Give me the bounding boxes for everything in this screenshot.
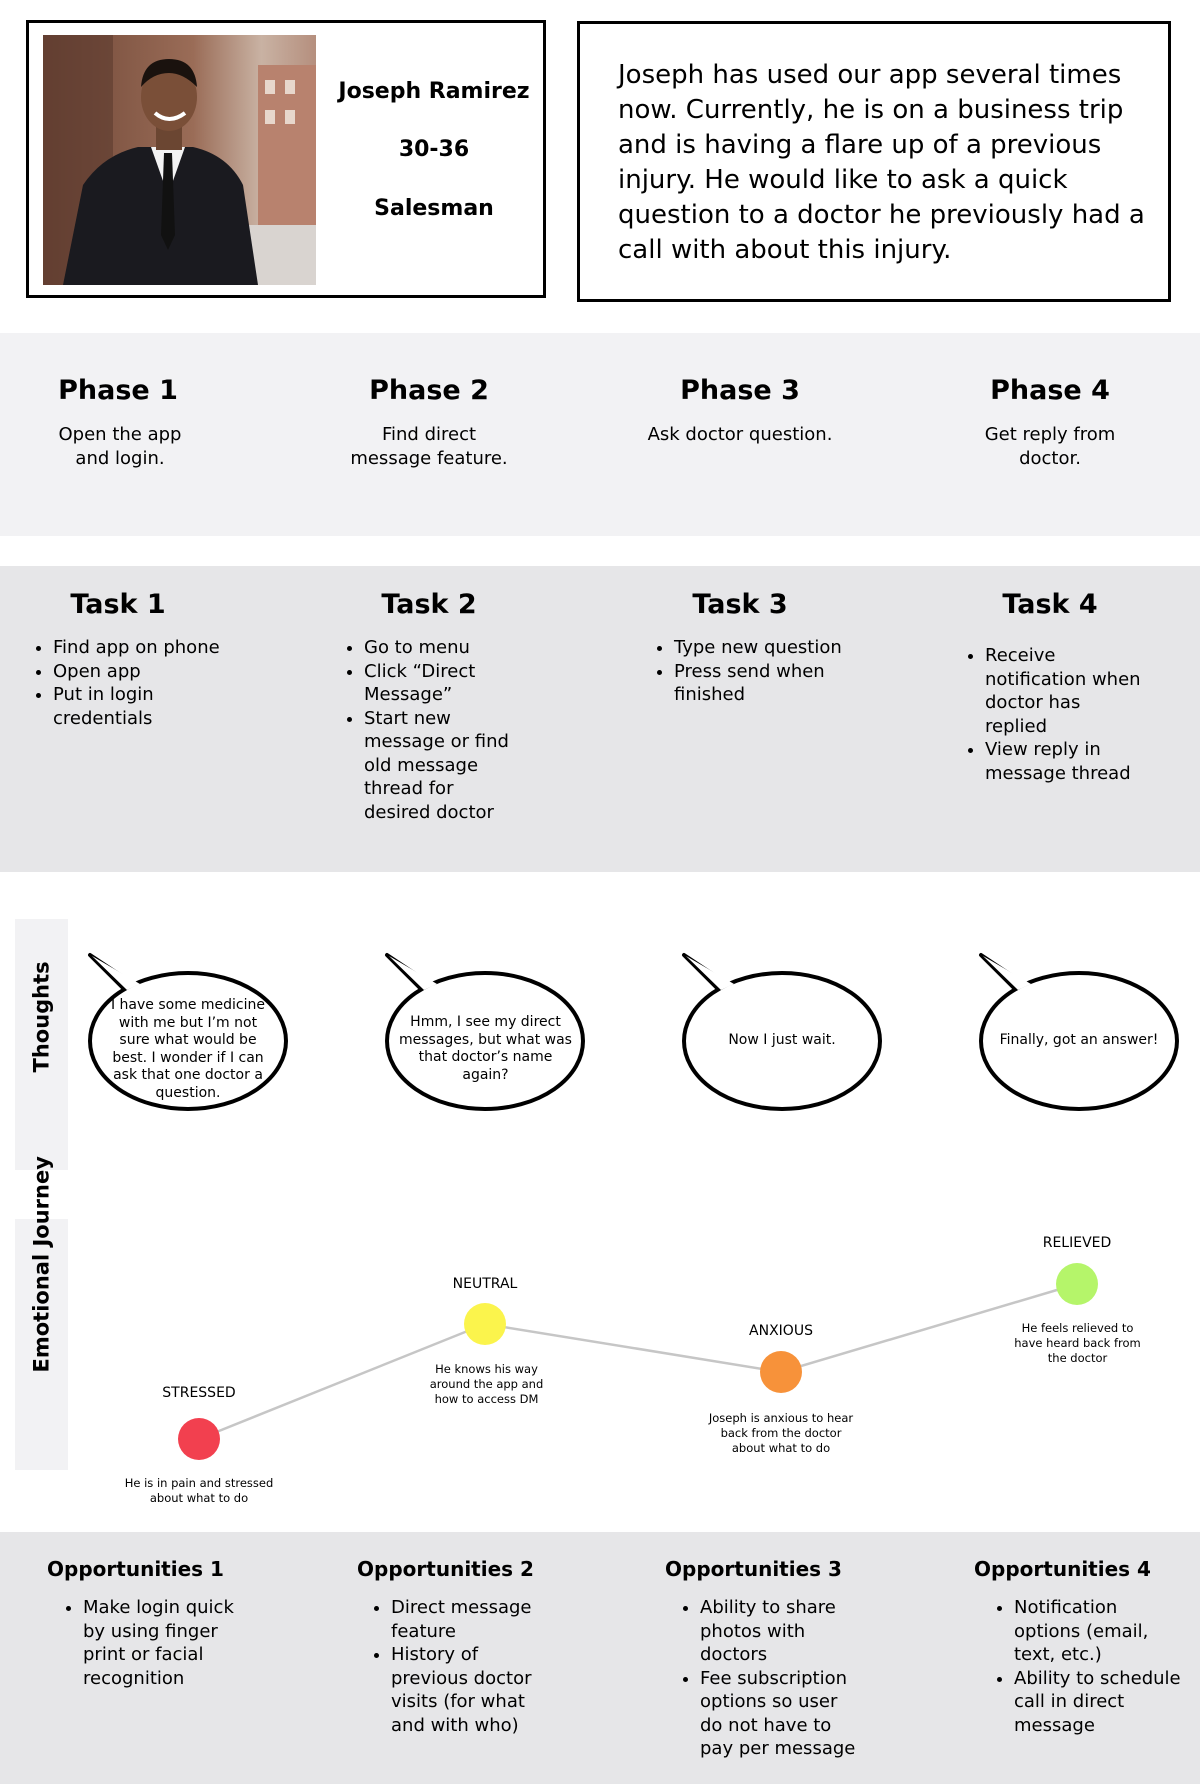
- thought-text: Finally, got an answer!: [999, 1032, 1159, 1048]
- opportunity-list: Notification options (email, text, etc.)…: [996, 1596, 1186, 1737]
- phase-desc: Ask doctor question.: [647, 424, 833, 445]
- scenario-card: Joseph has used our app several times no…: [577, 21, 1171, 302]
- opportunity-title: Opportunities 2: [357, 1557, 534, 1581]
- emotional-journey-tab: Emotional Journey: [15, 1156, 68, 1470]
- task-item: Type new question: [674, 636, 856, 660]
- persona-photo: [43, 35, 316, 285]
- opportunity-list: Direct message feature History of previo…: [373, 1596, 553, 1737]
- phases-band: Phase 1 Open the app and login. Phase 2 …: [0, 333, 1200, 536]
- task-item: Press send when finished: [674, 660, 856, 707]
- opportunity-title: Opportunities 1: [47, 1557, 224, 1581]
- opportunity-item: Ability to schedule call in direct messa…: [1014, 1667, 1186, 1738]
- speech-bubble: [88, 953, 288, 1111]
- opportunity-item: Notification options (email, text, etc.): [1014, 1596, 1186, 1667]
- opportunity-title: Opportunities 4: [974, 1557, 1151, 1581]
- emotion-dot: [760, 1351, 802, 1393]
- task-title: Task 4: [1002, 589, 1098, 620]
- persona-age: 30-36: [398, 137, 470, 162]
- thought-bubbles: [88, 953, 1179, 1111]
- emotion-dot: [1056, 1263, 1098, 1305]
- speech-bubble: [682, 953, 882, 1111]
- persona-name: Joseph Ramirez: [338, 79, 530, 104]
- emotion-line: [198, 1282, 1078, 1441]
- phase-desc: Get reply from doctor.: [984, 424, 1116, 469]
- opportunity-item: Ability to share photos with doctors: [700, 1596, 862, 1667]
- phase-desc: Find direct message feature.: [350, 424, 508, 469]
- persona-card: Joseph Ramirez 30-36 Salesman: [26, 20, 546, 298]
- task-item: View reply in message thread: [985, 738, 1147, 785]
- task-title: Task 1: [70, 589, 166, 620]
- emotion-note: He feels relieved to have heard back fro…: [1014, 1321, 1141, 1365]
- opportunity-list: Ability to share photos with doctors Fee…: [682, 1596, 862, 1761]
- speech-bubble: [979, 953, 1179, 1111]
- opportunity-title: Opportunities 3: [665, 1557, 842, 1581]
- task-item: Click “Direct Message”: [364, 660, 521, 707]
- scenario-text: Joseph has used our app several times no…: [618, 60, 1145, 265]
- tasks-band: Task 1 Find app on phone Open app Put in…: [0, 566, 1200, 872]
- task-title: Task 3: [692, 589, 788, 620]
- emotion-note: Joseph is anxious to hear back from the …: [708, 1411, 854, 1455]
- task-list: Find app on phone Open app Put in login …: [35, 636, 235, 730]
- task-title: Task 2: [381, 589, 477, 620]
- emotion-label: NEUTRAL: [452, 1276, 518, 1292]
- opportunity-item: Direct message feature: [391, 1596, 553, 1643]
- opportunity-item: Fee subscription options so user do not …: [700, 1667, 862, 1761]
- emotion-line-chart: [178, 1263, 1098, 1460]
- emotion-note: He knows his way around the app and how …: [429, 1362, 544, 1406]
- task-item: Find app on phone: [53, 636, 235, 660]
- task-list: Go to menu Click “Direct Message” Start …: [346, 636, 521, 824]
- task-item: Open app: [53, 660, 235, 684]
- speech-bubble: [385, 953, 585, 1111]
- emotion-label: ANXIOUS: [749, 1323, 813, 1339]
- phase-title: Phase 1: [58, 375, 178, 406]
- thought-text: Hmm, I see my direct messages, but what …: [399, 1014, 572, 1083]
- phase-desc: Open the app and login.: [58, 424, 182, 469]
- opportunities-band: Opportunities 1 Make login quick by usin…: [0, 1532, 1200, 1784]
- thought-text: I have some medicine with me but I’m not…: [110, 997, 266, 1101]
- task-list: Receive notification when doctor has rep…: [967, 644, 1147, 785]
- opportunity-item: Make login quick by using finger print o…: [83, 1596, 240, 1690]
- opportunity-item: History of previous doctor visits (for w…: [391, 1643, 553, 1737]
- emotion-dot: [178, 1418, 220, 1460]
- phase-title: Phase 3: [680, 375, 800, 406]
- emotion-dot: [464, 1303, 506, 1345]
- thoughts-tab: Thoughts: [15, 919, 68, 1170]
- task-item: Start new message or find old message th…: [364, 707, 521, 825]
- task-item: Put in login credentials: [53, 683, 235, 730]
- emotion-note: He is in pain and stressed about what to…: [124, 1476, 274, 1505]
- phase-title: Phase 4: [990, 375, 1110, 406]
- phase-title: Phase 2: [369, 375, 489, 406]
- opportunity-list: Make login quick by using finger print o…: [65, 1596, 240, 1690]
- task-list: Type new question Press send when finish…: [656, 636, 856, 707]
- task-item: Go to menu: [364, 636, 521, 660]
- thought-text: Now I just wait.: [728, 1032, 836, 1048]
- persona-occupation: Salesman: [374, 196, 494, 221]
- emotion-label: STRESSED: [162, 1385, 236, 1401]
- task-item: Receive notification when doctor has rep…: [985, 644, 1147, 738]
- emotion-label: RELIEVED: [1042, 1235, 1112, 1251]
